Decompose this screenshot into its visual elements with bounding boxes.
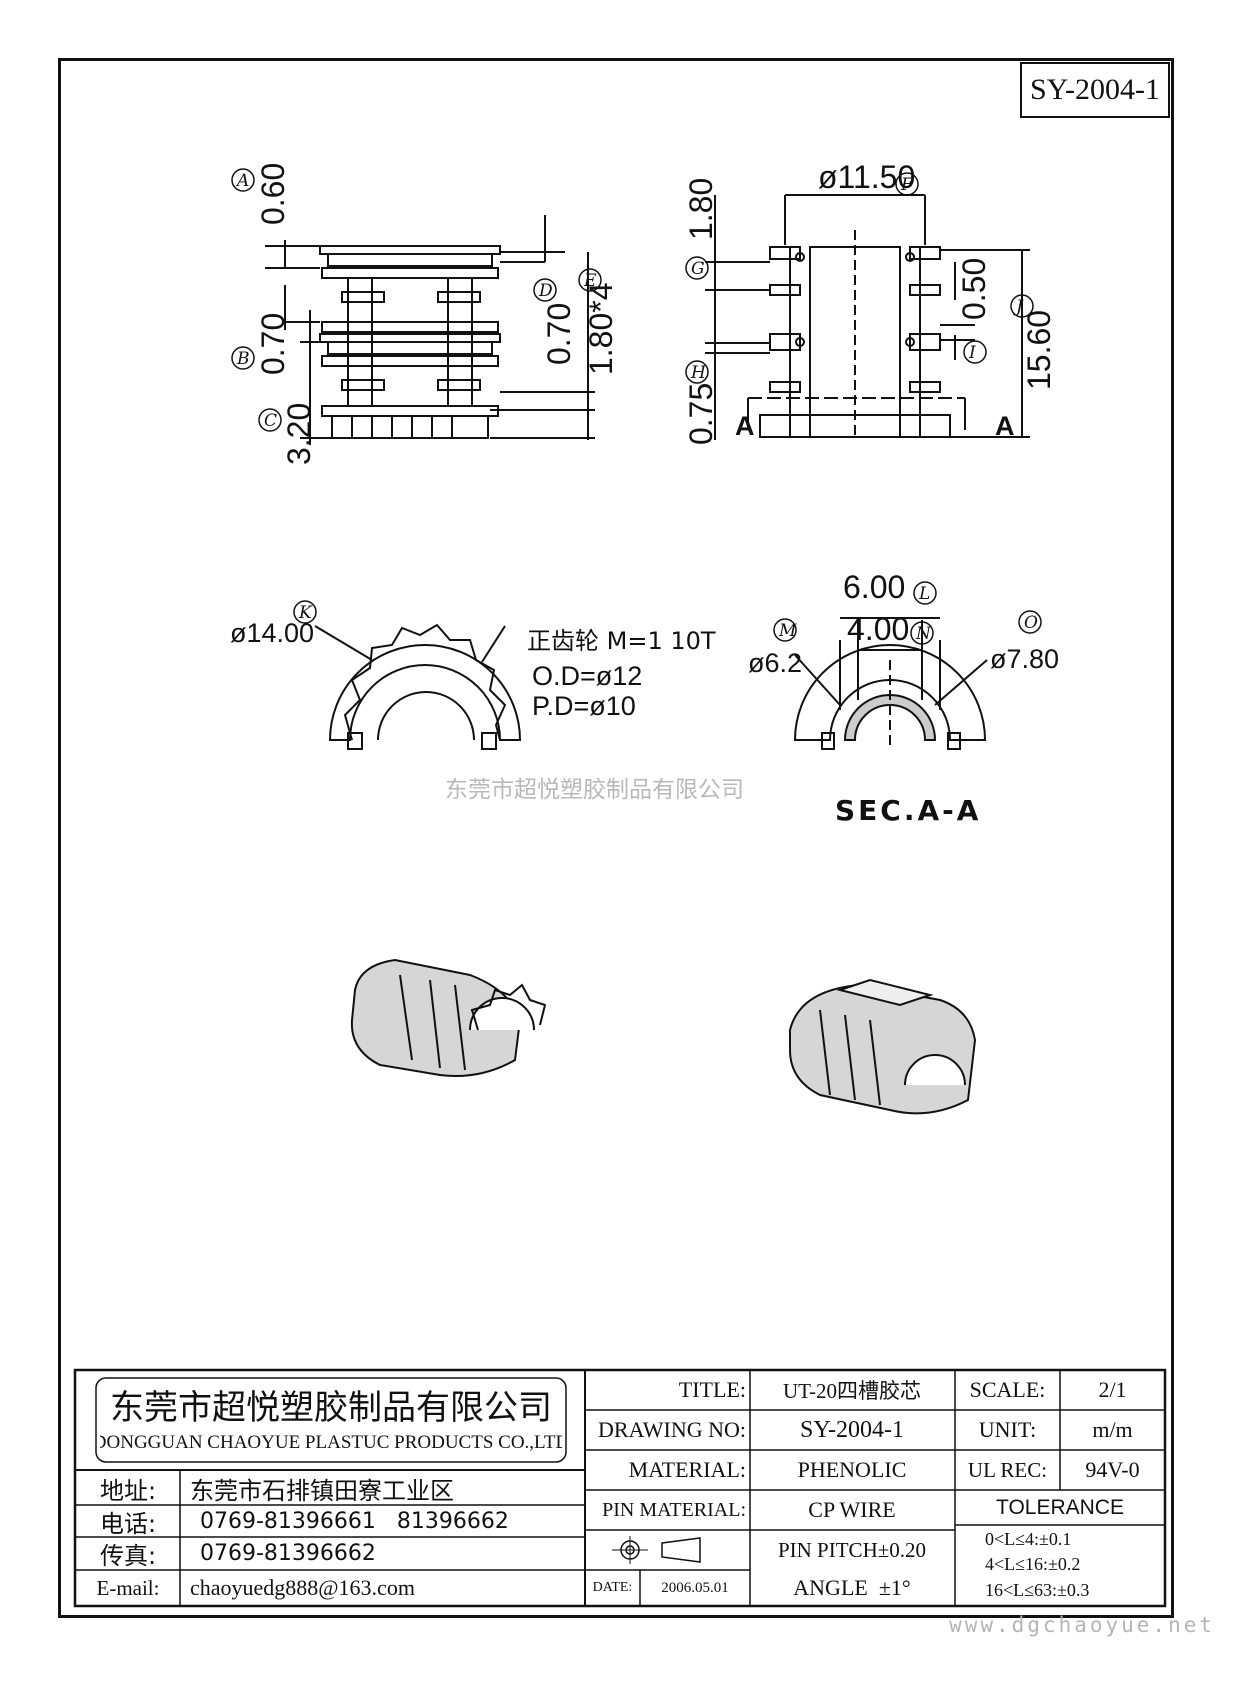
marker-g: G bbox=[691, 259, 705, 279]
marker-f: F bbox=[900, 175, 914, 195]
tolerance-range-2: 4<L≤16:±0.2 bbox=[985, 1553, 1081, 1574]
tolerance-label: TOLERANCE bbox=[996, 1495, 1124, 1519]
section-mark-left: A bbox=[735, 411, 755, 441]
date-label: DATE: bbox=[592, 1580, 633, 1595]
material-label: MATERIAL: bbox=[628, 1457, 746, 1482]
dim-075: 0.75 bbox=[683, 383, 719, 445]
angle-tolerance: ANGLE ±1° bbox=[793, 1575, 911, 1600]
pin-material-value: CP WIRE bbox=[808, 1497, 896, 1522]
marker-e: E bbox=[583, 271, 597, 291]
dim-14-00: ø14.00 bbox=[230, 618, 314, 648]
iso-view-right bbox=[789, 978, 977, 1115]
phone-value: 0769-81396661 81396662 bbox=[200, 1508, 509, 1534]
pin-material-label: PIN MATERIAL: bbox=[602, 1498, 746, 1521]
marker-j: J bbox=[1013, 297, 1024, 317]
dim-320: 3.20 bbox=[281, 403, 317, 465]
dim-15-60: 15.60 bbox=[1021, 310, 1057, 390]
tolerance-range-1: 0<L≤4:±0.1 bbox=[985, 1528, 1072, 1549]
ul-label: UL REC: bbox=[967, 1457, 1048, 1482]
marker-k: K bbox=[298, 603, 313, 623]
marker-i: I bbox=[968, 343, 976, 363]
marker-m: M bbox=[778, 621, 797, 641]
title-value: UT-20四槽胶芯 bbox=[782, 1379, 922, 1403]
dim-060: 0.60 bbox=[255, 163, 291, 225]
drawing-number-tag: SY-2004-1 bbox=[1020, 62, 1170, 118]
gear-view bbox=[314, 623, 522, 750]
company-name-en: DONGGUAN CHAOYUE PLASTUC PRODUCTS CO.,LT… bbox=[100, 1432, 562, 1453]
section-mark-right: A bbox=[995, 411, 1015, 441]
dim-070-d: 0.70 bbox=[541, 303, 577, 365]
scale-label: SCALE: bbox=[969, 1377, 1046, 1402]
drawing-no-value: SY-2004-1 bbox=[799, 1416, 904, 1443]
drawing-frame bbox=[58, 58, 1174, 1618]
marker-o: O bbox=[1024, 613, 1038, 633]
dim-050: 0.50 bbox=[956, 258, 992, 320]
section-aa bbox=[793, 617, 988, 750]
marker-n: N bbox=[915, 624, 932, 644]
marker-l: L bbox=[918, 584, 930, 604]
side-view bbox=[705, 194, 1030, 440]
website-watermark: www.dgchaoyue.net bbox=[949, 1613, 1215, 1637]
marker-b: B bbox=[236, 349, 250, 369]
dim-180x4: 1.80*4 bbox=[583, 282, 619, 375]
address-label: 地址: bbox=[99, 1476, 157, 1505]
gear-label: 正齿轮 M=1 10T bbox=[527, 627, 716, 655]
title-label: TITLE: bbox=[678, 1377, 746, 1402]
dim-11-50: ø11.50 bbox=[818, 159, 915, 195]
dim-6-00: 6.00 bbox=[843, 569, 905, 605]
unit-value: m/m bbox=[1092, 1417, 1133, 1442]
scale-value: 2/1 bbox=[1098, 1377, 1127, 1402]
iso-view-left bbox=[350, 958, 547, 1077]
marker-d: D bbox=[538, 281, 553, 301]
pin-pitch: PIN PITCH±0.20 bbox=[777, 1537, 927, 1562]
marker-h: H bbox=[690, 363, 707, 383]
dim-180: 1.80 bbox=[683, 178, 719, 240]
dim-070-b: 0.70 bbox=[255, 313, 291, 375]
address-value: 东莞市石排镇田寮工业区 bbox=[190, 1476, 454, 1505]
front-view bbox=[265, 215, 595, 445]
fax-label: 传真: bbox=[99, 1542, 157, 1569]
company-name-cn: 东莞市超悦塑胶制品有限公司 bbox=[110, 1387, 552, 1427]
unit-label: UNIT: bbox=[978, 1417, 1037, 1442]
section-title: SEC.A-A bbox=[835, 794, 981, 827]
watermark: 东莞市超悦塑胶制品有限公司 bbox=[445, 777, 744, 803]
marker-a: A bbox=[235, 171, 249, 191]
material-value: PHENOLIC bbox=[797, 1457, 907, 1482]
tolerance-range-3: 16<L≤63:±0.3 bbox=[985, 1579, 1090, 1600]
marker-c: C bbox=[264, 411, 277, 431]
dim-4-00: 4.00 bbox=[847, 611, 909, 647]
fax-value: 0769-81396662 bbox=[200, 1541, 376, 1566]
dim-7-80: ø7.80 bbox=[990, 644, 1059, 674]
gear-pd: P.D=ø10 bbox=[532, 691, 636, 721]
gear-od: O.D=ø12 bbox=[532, 661, 642, 691]
email-value: chaoyuedg888@163.com bbox=[190, 1575, 415, 1600]
date-value: 2006.05.01 bbox=[661, 1579, 729, 1596]
drawing-no-label: DRAWING NO: bbox=[598, 1417, 746, 1442]
email-label: E-mail: bbox=[96, 1575, 160, 1600]
dim-6-2: ø6.2 bbox=[748, 648, 802, 678]
phone-label: 电话: bbox=[99, 1509, 157, 1537]
ul-value: 94V-0 bbox=[1085, 1457, 1140, 1482]
